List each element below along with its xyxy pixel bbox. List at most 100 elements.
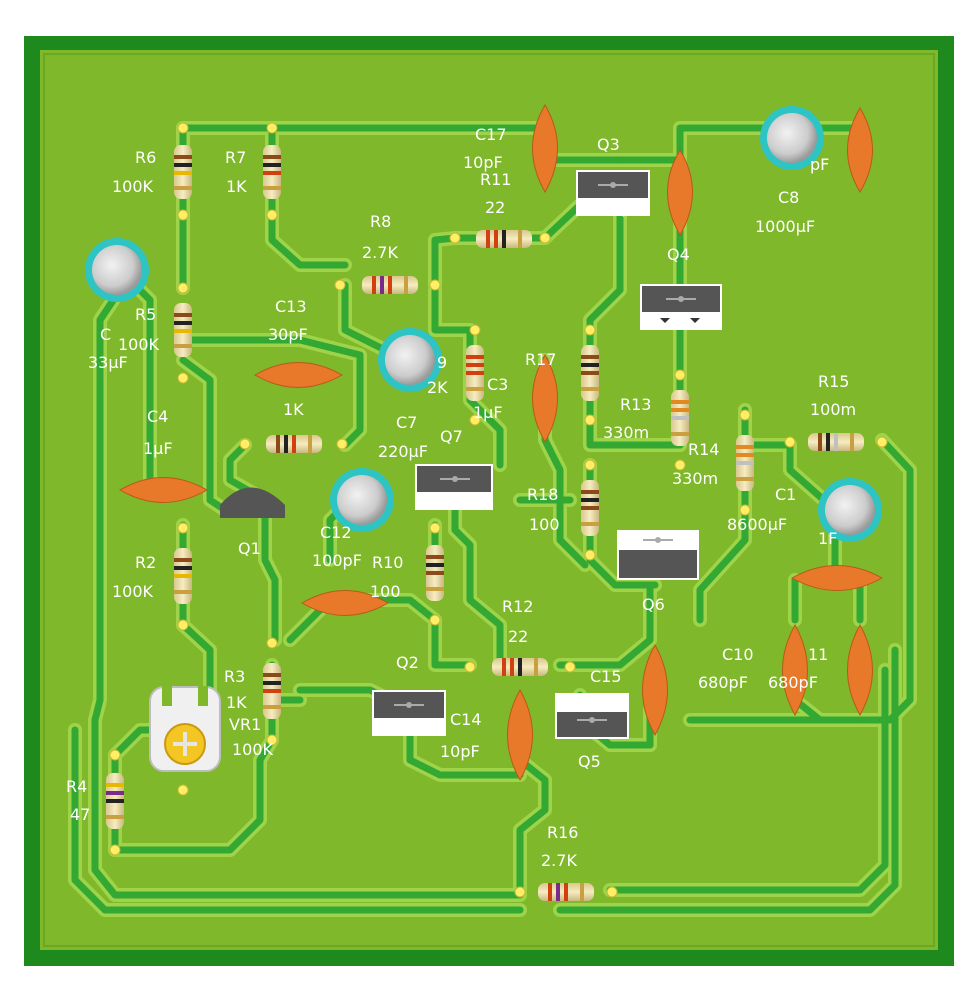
label-q5-name: Q5 bbox=[578, 752, 601, 771]
capacitor-c13 bbox=[254, 362, 344, 388]
board-inner-border bbox=[43, 53, 935, 947]
resistor-r11 bbox=[476, 230, 532, 248]
label-r5-name: R5 bbox=[135, 305, 156, 324]
label-r11-name: R11 bbox=[480, 170, 511, 189]
label-c15-name: C15 bbox=[590, 667, 622, 686]
component-labels: R6 100K R7 1K C17 10pF Q3 10pF R11 22 pF… bbox=[66, 125, 856, 870]
capacitor-c11 bbox=[847, 623, 873, 717]
capacitor-c17 bbox=[532, 104, 558, 194]
label-c2-partial: 1F bbox=[818, 529, 837, 548]
label-r8-value: 2.7K bbox=[362, 243, 398, 262]
label-r16-name: R16 bbox=[547, 823, 578, 842]
solder-pads bbox=[109, 122, 888, 898]
label-r14-name: R14 bbox=[688, 440, 719, 459]
transistor-q6 bbox=[617, 530, 699, 580]
label-c14-value: 10pF bbox=[440, 742, 480, 761]
label-c6-value: 33µF bbox=[88, 353, 128, 372]
label-c9-partial: 9 bbox=[437, 353, 447, 372]
label-r2-value: 100K bbox=[112, 582, 154, 601]
label-r12-value: 22 bbox=[508, 627, 528, 646]
label-r15-value: 100m bbox=[810, 400, 856, 419]
label-c13-value: 30pF bbox=[268, 325, 308, 344]
label-r7-value: 1K bbox=[226, 177, 247, 196]
label-r7-name: R7 bbox=[225, 148, 246, 167]
transistor-q3 bbox=[576, 170, 650, 216]
label-c11-partial: 11 bbox=[808, 645, 828, 664]
transistor-q5 bbox=[555, 693, 629, 739]
label-q6-name: Q6 bbox=[642, 595, 665, 614]
capacitor-c14 bbox=[507, 688, 533, 782]
label-r16-value: 2.7K bbox=[541, 851, 577, 870]
resistor-r2 bbox=[174, 548, 192, 604]
label-q7-name: Q7 bbox=[440, 427, 463, 446]
label-c8-partial: pF bbox=[810, 155, 829, 174]
trimmer-vr1 bbox=[149, 686, 221, 772]
label-c12-name: C12 bbox=[320, 523, 352, 542]
label-q3-body: 10pF bbox=[601, 198, 641, 217]
label-c4-value: 1µF bbox=[143, 439, 173, 458]
label-c7-name: C7 bbox=[396, 413, 417, 432]
capacitor-c8-ceramic bbox=[847, 107, 873, 193]
resistor-r7 bbox=[263, 145, 281, 199]
label-q1-name: Q1 bbox=[238, 539, 261, 558]
label-r4-value: 47 bbox=[70, 805, 90, 824]
label-r3-value: 1K bbox=[226, 693, 247, 712]
resistor-r16 bbox=[538, 883, 594, 901]
resistor-r15 bbox=[808, 433, 864, 451]
resistor-r4 bbox=[106, 773, 124, 829]
resistor-r5 bbox=[174, 303, 192, 357]
label-r2-name: R2 bbox=[135, 553, 156, 572]
resistor-r17 bbox=[581, 345, 599, 401]
label-c17-name: C17 bbox=[475, 125, 507, 144]
capacitor-c4 bbox=[119, 477, 209, 503]
label-r5-value: 100K bbox=[118, 335, 160, 354]
label-r10-value: 100 bbox=[370, 582, 401, 601]
resistor-r6 bbox=[174, 145, 192, 199]
electrolytic-c2 bbox=[818, 478, 882, 542]
label-r6-name: R6 bbox=[135, 148, 156, 167]
capacitor-c15 bbox=[642, 643, 668, 737]
label-r3-name: R3 bbox=[224, 667, 245, 686]
label-c7-value: 220µF bbox=[378, 442, 428, 461]
label-c12-value: 100pF bbox=[312, 551, 362, 570]
transistor-q4 bbox=[640, 284, 722, 330]
label-r17-name: R17 bbox=[525, 350, 556, 369]
label-c4-name: C4 bbox=[147, 407, 168, 426]
capacitor-c2-ceramic bbox=[790, 565, 884, 591]
label-c15-value: 10pF bbox=[576, 693, 616, 712]
capacitor-q4-side bbox=[667, 149, 693, 236]
label-c3-name: C3 bbox=[487, 375, 508, 394]
label-r18-name: R18 bbox=[527, 485, 558, 504]
label-r6-value: 100K bbox=[112, 177, 154, 196]
label-c8-name: C8 bbox=[778, 188, 799, 207]
resistor-r18 bbox=[581, 480, 599, 536]
transistor-q1 bbox=[220, 487, 285, 518]
label-vr1-name: VR1 bbox=[229, 715, 261, 734]
label-c1-value: 8600µF bbox=[727, 515, 787, 534]
label-c8-value: 1000µF bbox=[755, 217, 815, 236]
label-r8-name: R8 bbox=[370, 212, 391, 231]
resistor-r10 bbox=[426, 545, 444, 601]
capacitor-c3 bbox=[532, 354, 558, 444]
copper-traces bbox=[68, 121, 917, 917]
label-r18-value: 100 bbox=[529, 515, 560, 534]
resistor-r8 bbox=[362, 276, 418, 294]
label-r15-name: R15 bbox=[818, 372, 849, 391]
label-r9-partial: 2K bbox=[427, 378, 448, 397]
electrolytic-c9 bbox=[378, 328, 442, 392]
label-q2-name: Q2 bbox=[396, 653, 419, 672]
transistor-q2 bbox=[372, 690, 446, 736]
label-r14-value: 330m bbox=[672, 469, 718, 488]
label-r13-value: 330m bbox=[603, 423, 649, 442]
label-r10-name: R10 bbox=[372, 553, 403, 572]
label-q3-name: Q3 bbox=[597, 135, 620, 154]
label-c1-name: C1 bbox=[775, 485, 796, 504]
label-c10-name: C10 bbox=[722, 645, 754, 664]
label-r12-name: R12 bbox=[502, 597, 533, 616]
resistor-r12 bbox=[492, 658, 548, 676]
transistor-q7 bbox=[415, 464, 493, 510]
electrolytic-c8 bbox=[760, 106, 824, 170]
resistor-r9 bbox=[466, 345, 484, 401]
resistor-r13 bbox=[671, 390, 689, 446]
label-c14-name: C14 bbox=[450, 710, 482, 729]
